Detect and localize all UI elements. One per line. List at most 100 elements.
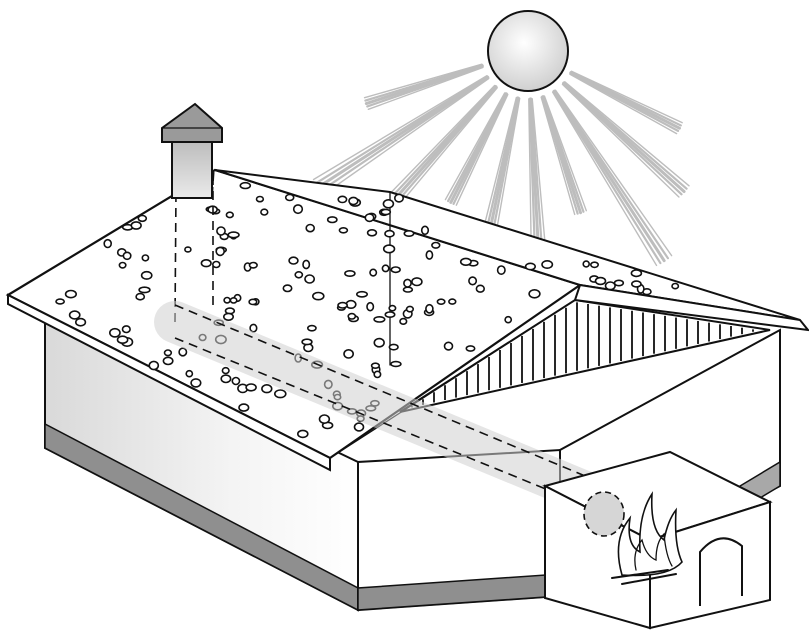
- sun-ray: [540, 96, 576, 216]
- pebble-icon: [364, 213, 375, 223]
- sun-ray: [316, 75, 490, 189]
- sun-ray: [561, 83, 680, 198]
- sun-ray: [551, 91, 658, 267]
- pebble-icon: [138, 286, 151, 294]
- pebble-icon: [245, 383, 257, 392]
- pebble-icon: [141, 254, 150, 262]
- sun-ray: [562, 81, 686, 194]
- pebble-icon: [163, 349, 173, 357]
- pebble-icon: [311, 291, 325, 301]
- pebble-icon: [184, 246, 192, 253]
- pebble-icon: [388, 304, 397, 312]
- pebble-icon: [200, 259, 212, 268]
- pebble-icon: [388, 343, 399, 351]
- sun-ray: [381, 84, 496, 203]
- pebble-icon: [306, 324, 317, 332]
- pebble-icon: [504, 315, 513, 324]
- pebble-icon: [215, 246, 225, 257]
- sun-ray: [529, 97, 541, 263]
- pebble-icon: [121, 325, 131, 334]
- pebble-icon: [448, 298, 457, 305]
- pebble-icon: [239, 181, 252, 190]
- pebble-icon: [355, 290, 368, 298]
- sun-ray: [367, 66, 484, 111]
- pebble-icon: [344, 269, 356, 277]
- pebble-icon: [220, 374, 232, 384]
- sun-ray: [314, 75, 489, 185]
- pebble-icon: [212, 260, 221, 269]
- pebble-icon: [405, 305, 415, 313]
- sun-ray: [570, 70, 683, 124]
- roof: [5, 168, 809, 472]
- pebble-icon: [301, 338, 313, 346]
- pebble-icon: [366, 229, 378, 237]
- pebble-icon: [337, 195, 348, 204]
- pebble-icon: [284, 193, 295, 202]
- pebble-icon: [475, 284, 485, 293]
- pebble-icon: [370, 362, 381, 370]
- pebble-icon: [431, 241, 441, 249]
- pebble-icon: [55, 298, 65, 305]
- pebble-icon: [465, 345, 476, 352]
- pebble-icon: [425, 303, 434, 314]
- sun-ray: [385, 85, 498, 209]
- pebble-icon: [373, 315, 386, 323]
- pebble-icon: [288, 256, 299, 265]
- pebble-icon: [353, 422, 365, 432]
- sun-ray: [383, 84, 497, 206]
- sun-ray: [552, 90, 662, 265]
- pebble-icon: [249, 323, 258, 333]
- pebble-icon: [390, 360, 402, 368]
- sun-ray: [564, 81, 690, 187]
- firebox: [542, 450, 773, 630]
- pebble-icon: [338, 227, 349, 234]
- pebble-icon: [185, 369, 194, 378]
- pebble-icon: [302, 259, 311, 270]
- pebble-icon: [304, 274, 315, 284]
- pebble-icon: [135, 292, 146, 301]
- pebble-icon: [294, 270, 304, 279]
- sun-ray: [543, 95, 588, 212]
- sun-ray: [569, 71, 681, 130]
- sun-ray: [528, 98, 533, 262]
- pebble-icon: [221, 366, 230, 375]
- pebble-icon: [116, 335, 129, 345]
- sun-rays: [312, 63, 690, 298]
- pebble-icon: [238, 403, 250, 412]
- sun-ray: [364, 63, 484, 102]
- pebble-icon: [130, 221, 142, 230]
- sun-ray: [363, 63, 483, 99]
- pebble-icon: [223, 312, 235, 321]
- pebble-icon: [382, 199, 395, 209]
- pebble-icon: [631, 280, 642, 288]
- pebble-icon: [594, 276, 607, 286]
- sun-ray: [449, 92, 508, 204]
- pebble-icon: [399, 317, 408, 326]
- pebble-icon: [337, 301, 348, 309]
- pebble-icon: [468, 276, 478, 286]
- pebble-icon: [162, 356, 174, 366]
- pebble-icon: [384, 229, 395, 238]
- sun-icon: [487, 10, 569, 92]
- pebble-icon: [178, 347, 188, 357]
- pebble-icon: [216, 226, 226, 236]
- gable-hatching: [411, 302, 754, 408]
- sun-ray: [541, 95, 583, 215]
- pebble-icon: [223, 296, 231, 304]
- pebble-icon: [273, 389, 287, 399]
- pebble-icon: [582, 260, 591, 268]
- pebble-icon: [227, 231, 240, 239]
- sun-ray: [528, 97, 537, 262]
- pebble-icon: [248, 261, 258, 269]
- pebble-icon: [248, 298, 258, 306]
- pebble-icon: [541, 259, 554, 269]
- sun-ray: [392, 87, 498, 213]
- pebble-icon: [68, 310, 81, 320]
- pebble-icon: [255, 195, 265, 203]
- sun-ray: [455, 93, 509, 206]
- pebble-icon: [292, 204, 304, 215]
- pebble-icon: [373, 370, 382, 379]
- pebble-icon: [305, 223, 316, 233]
- pebble-icon: [671, 282, 680, 290]
